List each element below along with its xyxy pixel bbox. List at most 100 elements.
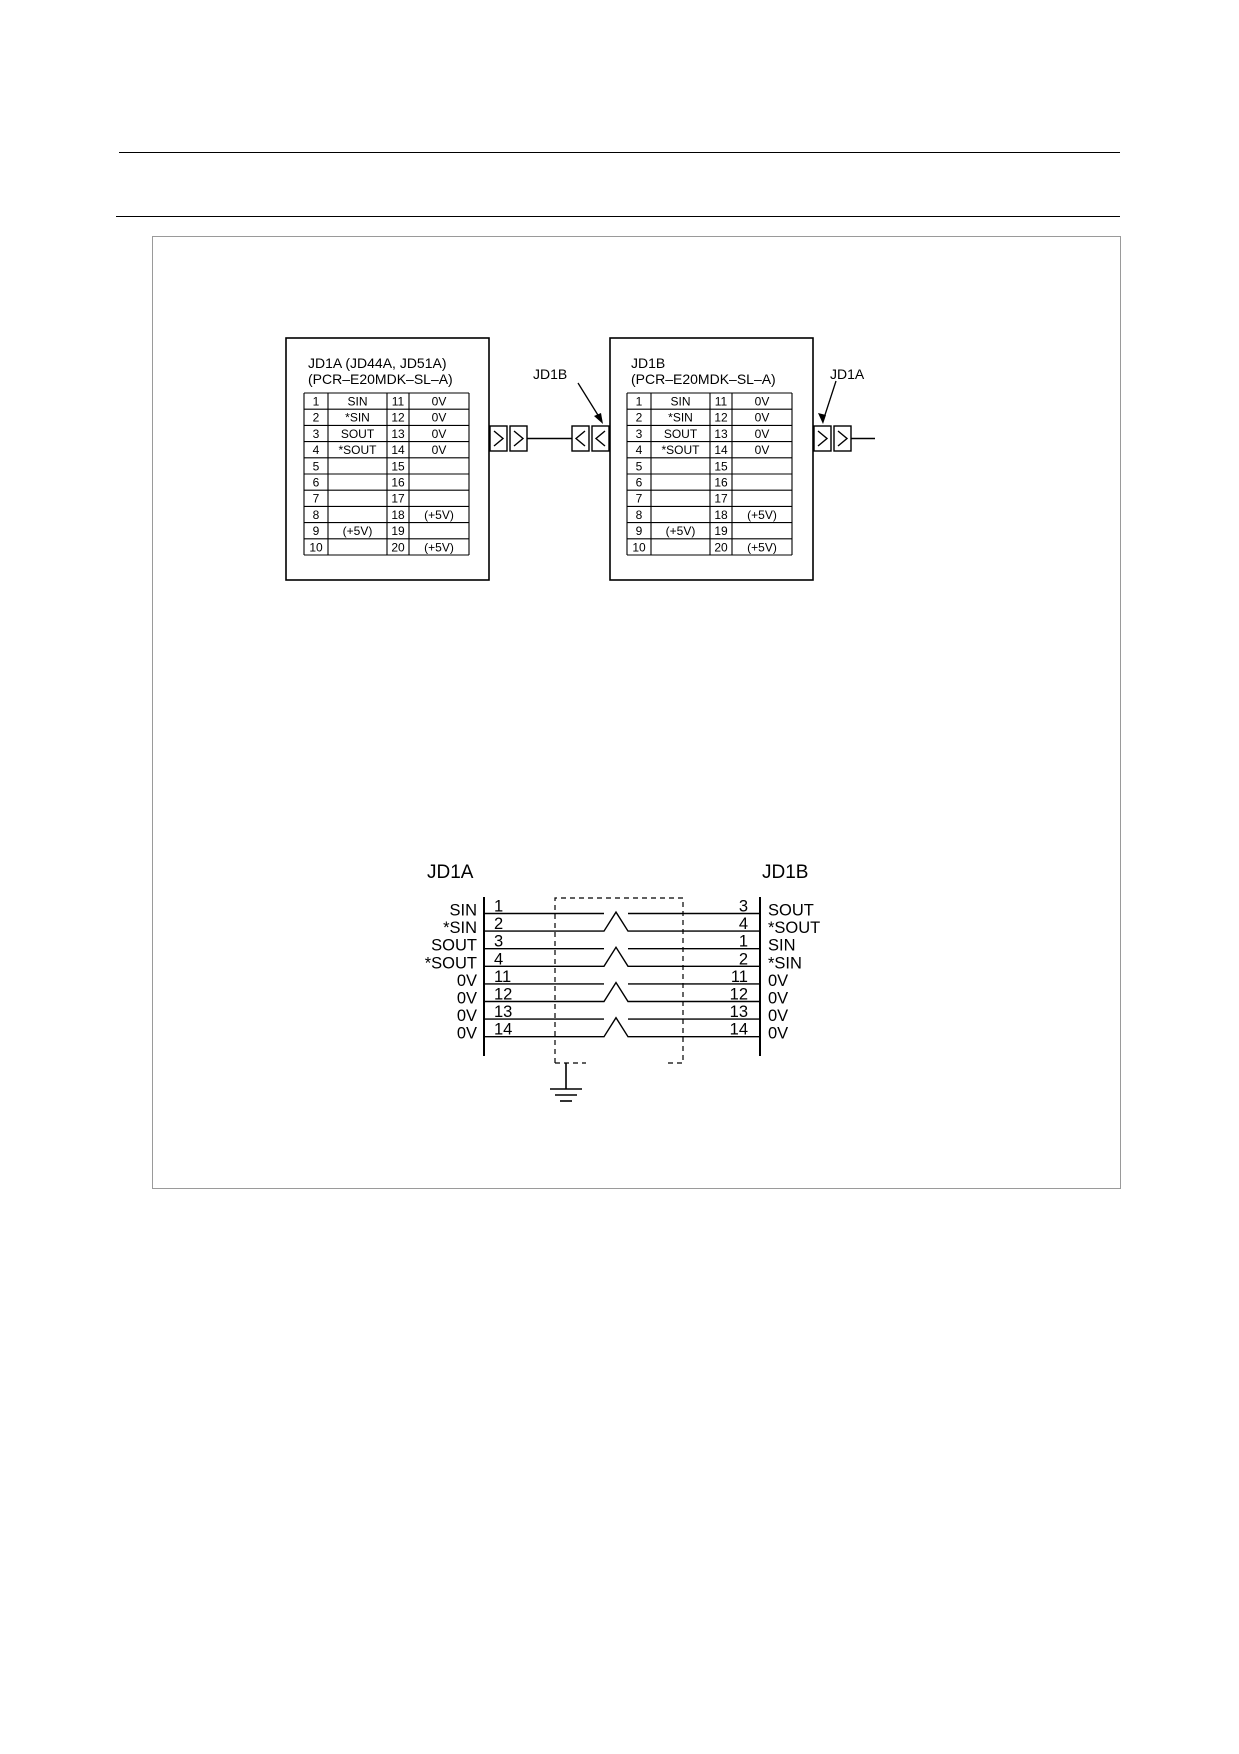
- cable-left-pin: 1: [494, 898, 503, 916]
- cable-right-signal: *SOUT: [768, 919, 820, 937]
- pin-number: 10: [632, 540, 646, 554]
- pin-number: 1: [313, 395, 320, 409]
- pin-number: 20: [391, 540, 405, 554]
- header-rule-top: [119, 152, 1120, 153]
- pin-number: 3: [313, 427, 320, 441]
- pin-number: 8: [313, 508, 320, 522]
- cable-right-pin: 12: [730, 986, 748, 1004]
- pin-number: 9: [313, 524, 320, 538]
- pin-signal: *SIN: [345, 411, 370, 425]
- pin-number: 15: [714, 459, 728, 473]
- pin-number: 19: [391, 524, 405, 538]
- jd1b-callout-label: JD1B: [533, 366, 567, 382]
- pin-table-grid: [303, 392, 470, 556]
- pin-number: 10: [309, 540, 323, 554]
- pin-number: 2: [636, 411, 643, 425]
- pin-signal: SOUT: [664, 427, 698, 441]
- pin-number: 1: [636, 395, 643, 409]
- cable-left-signal: *SOUT: [425, 954, 477, 972]
- cable-right-pin: 3: [739, 898, 748, 916]
- pin-number: 4: [313, 443, 320, 457]
- pin-signal: 0V: [432, 411, 447, 425]
- pin-signal: *SIN: [668, 411, 693, 425]
- jd1a-out-plug-symbol: [813, 425, 852, 452]
- pin-number: 16: [391, 476, 405, 490]
- pin-number: 18: [714, 508, 728, 522]
- cable-left-pin: 4: [494, 950, 503, 968]
- cable-right-signal: SOUT: [768, 902, 814, 920]
- jd1a-plug-symbol: [489, 425, 528, 452]
- cable-right-signal: 0V: [768, 1007, 788, 1025]
- ground-symbol: [550, 1063, 582, 1102]
- cable-right-signal: 0V: [768, 1025, 788, 1043]
- pin-signal: *SOUT: [661, 443, 700, 457]
- pin-number: 5: [636, 459, 643, 473]
- pin-table-grid: [626, 392, 793, 556]
- cable-left-signal: 0V: [457, 1007, 477, 1025]
- cable-right-pin: 2: [739, 950, 748, 968]
- pin-signal: 0V: [755, 411, 770, 425]
- pin-number: 12: [391, 411, 405, 425]
- pin-number: 5: [313, 459, 320, 473]
- pin-number: 14: [714, 443, 728, 457]
- cable-left-pin: 12: [494, 986, 512, 1004]
- cable-wire-lines: [484, 910, 760, 1038]
- cable-left-signal: 0V: [457, 990, 477, 1008]
- figure-frame: [152, 236, 1121, 1189]
- pin-signal: SIN: [670, 395, 690, 409]
- pin-signal: 0V: [755, 427, 770, 441]
- header-rule-bottom: [116, 216, 1120, 217]
- cable-right-signal: 0V: [768, 990, 788, 1008]
- pin-number: 3: [636, 427, 643, 441]
- jd1a-callout-arrow: [818, 380, 837, 424]
- pin-number: 6: [636, 476, 643, 490]
- pin-number: 15: [391, 459, 405, 473]
- pin-signal: (+5V): [343, 524, 373, 538]
- pin-number: 7: [636, 492, 643, 506]
- connector-jd1b-part-number: (PCR–E20MDK–SL–A): [631, 371, 776, 387]
- cable-right-pin: 13: [730, 1003, 748, 1021]
- connector-jd1b: [609, 337, 814, 581]
- pin-number: 19: [714, 524, 728, 538]
- pin-signal: (+5V): [666, 524, 696, 538]
- pin-number: 12: [714, 411, 728, 425]
- cable-right-pin: 4: [739, 915, 748, 933]
- cable-right-signal: 0V: [768, 972, 788, 990]
- pin-signal: SOUT: [341, 427, 375, 441]
- cable-left-pin: 2: [494, 915, 503, 933]
- cable-right-pin: 1: [739, 933, 748, 951]
- jd1a-callout-label: JD1A: [830, 366, 865, 382]
- cable-shield: [554, 897, 684, 1064]
- pin-number: 17: [391, 492, 405, 506]
- pin-number: 18: [391, 508, 405, 522]
- pin-number: 2: [313, 411, 320, 425]
- pin-number: 20: [714, 540, 728, 554]
- connector-jd1a-part-number: (PCR–E20MDK–SL–A): [308, 371, 453, 387]
- pin-signal: 0V: [432, 427, 447, 441]
- pin-number: 11: [715, 395, 728, 409]
- pin-signal: *SOUT: [338, 443, 377, 457]
- connector-jd1b-title: JD1B: [631, 355, 665, 371]
- pin-signal: (+5V): [424, 540, 454, 554]
- cable-left-signal: *SIN: [443, 919, 477, 937]
- pin-number: 13: [714, 427, 728, 441]
- pin-number: 9: [636, 524, 643, 538]
- pin-number: 16: [714, 476, 728, 490]
- connector-jd1a-title: JD1A (JD44A, JD51A): [308, 355, 447, 371]
- pin-number: 13: [391, 427, 405, 441]
- pin-number: 7: [313, 492, 320, 506]
- cable-right-signal: *SIN: [768, 954, 802, 972]
- cable-left-signal: SIN: [449, 902, 477, 920]
- cable-left-pin: 11: [494, 968, 511, 986]
- cable-right-title: JD1B: [762, 862, 808, 883]
- connector-jd1a: [285, 337, 490, 581]
- pin-signal: 0V: [755, 443, 770, 457]
- pin-signal: (+5V): [747, 540, 777, 554]
- cable-right-pin: 11: [731, 968, 748, 986]
- cable-left-signal: 0V: [457, 1025, 477, 1043]
- pin-signal: (+5V): [424, 508, 454, 522]
- pin-number: 17: [714, 492, 728, 506]
